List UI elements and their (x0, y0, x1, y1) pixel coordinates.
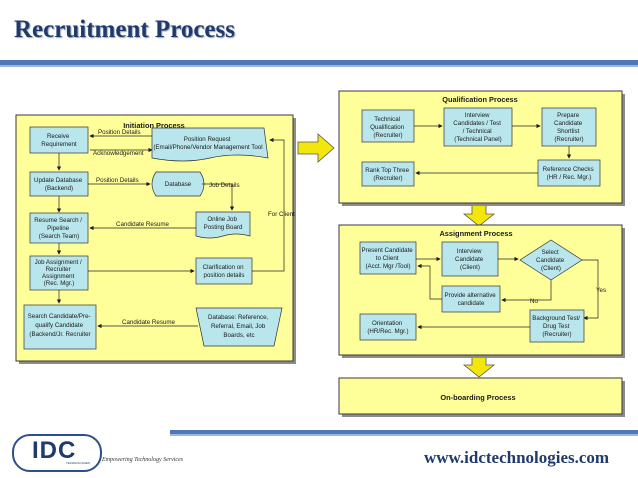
orientation-label: Orientation (HR/Rec. Mgr.) (367, 320, 408, 335)
big-arrow-right (297, 133, 335, 163)
technical-qualification-box (361, 109, 415, 143)
label-position-details-2: Position Details (96, 177, 139, 184)
database-reference-label: Database: Reference, Referral, Email, Jo… (208, 314, 270, 339)
provide-alternative-label: Provide alternative candidate (445, 292, 498, 307)
job-assignment-box (29, 255, 89, 291)
clarification-box (195, 257, 253, 285)
assignment-title: Assignment Process (439, 229, 512, 238)
tagline: Empowering Technology Services (102, 457, 184, 463)
label-candidate-resume-1: Candidate Resume (116, 221, 170, 228)
prepare-shortlist-box (541, 107, 597, 147)
label-job-details: Job Details (209, 182, 240, 189)
footer-divider-light (170, 434, 638, 436)
qualification-panel: Qualification Process Technical Qualific… (338, 90, 625, 206)
database-shape (151, 171, 205, 197)
label-for-client: For Client (268, 211, 295, 218)
prepare-shortlist-label: Prepare Candidate Shortlist (Recruiter) (554, 112, 584, 143)
job-assignment-label: Job Assignment / Recruiter Assignment (R… (35, 259, 84, 287)
assignment-panel: Assignment Process Present Candidate to … (338, 224, 625, 358)
title-divider-light (0, 65, 638, 67)
interview-candidates-box (443, 107, 513, 147)
rank-top-three-box (361, 161, 415, 187)
big-arrow-down-1 (462, 203, 496, 227)
label-position-details-1: Position Details (98, 129, 141, 136)
interview-candidates-label: Interview Candidates / Test / Technical … (453, 112, 502, 143)
qualification-title: Qualification Process (442, 95, 518, 104)
receive-requirement-box (29, 126, 89, 154)
resume-search-label: Resume Search / Pipeline (Search Team) (34, 217, 84, 240)
footer-divider (170, 430, 638, 434)
reference-checks-box (537, 159, 601, 187)
present-candidate-box (359, 241, 417, 275)
online-job-board-doc (195, 211, 251, 239)
onboarding-panel: On-boarding Process (338, 377, 625, 417)
position-request-doc (151, 127, 269, 162)
background-test-box (529, 309, 585, 343)
present-candidate-label: Present Candidate to Client (Acct. Mgr /… (362, 247, 415, 270)
interview-candidate-client-label: Interview Candidate (Client) (455, 248, 485, 271)
database-reference-shape (195, 307, 283, 347)
slide-title: Recruitment Process (14, 16, 235, 43)
update-database-box (29, 171, 89, 197)
orientation-box (359, 313, 417, 341)
clarification-label: Clarification on position details (203, 264, 246, 279)
website-url: www.idctechnologies.com (424, 448, 610, 467)
rank-top-three-label: Rank Top Three (Recruiter) (365, 167, 411, 182)
label-yes: Yes (596, 287, 606, 294)
title-divider (0, 60, 638, 65)
select-candidate-label: Select Candidate (Client) (536, 249, 566, 272)
initiation-title: Initiation Process (123, 121, 185, 130)
online-job-board-label: Online Job Posting Board (204, 216, 243, 231)
position-request-label: Position Request (Email/Phone/Vendor Man… (153, 136, 262, 151)
reference-checks-label: Reference Checks (HR / Rec. Mgr.) (543, 166, 596, 181)
onboarding-title: On-boarding Process (440, 393, 515, 402)
interview-candidate-client-box (441, 241, 499, 277)
initiation-panel: Initiation Process Receive Requirement P… (15, 114, 296, 364)
receive-requirement-label: Receive Requirement (41, 133, 77, 148)
search-candidate-box (23, 304, 97, 350)
logo-subtext: TECHNOLOGIES (66, 461, 90, 465)
resume-search-box (29, 212, 89, 244)
label-acknowledgement: Acknowledgement (93, 150, 144, 157)
provide-alternative-box (441, 285, 501, 313)
update-database-label: Update Database (Backend) (34, 177, 84, 192)
technical-qualification-label: Technical Qualification (Recruiter) (370, 116, 406, 139)
label-no: No (530, 298, 538, 305)
search-candidate-label: Search Candidate/Pre- qualify Candidate … (28, 313, 93, 338)
big-arrow-down-2 (462, 356, 496, 378)
background-test-label: Background Test/ Drug Test (Recruiter) (532, 315, 581, 338)
logo-text: IDC (32, 437, 77, 464)
database-label: Database (165, 181, 192, 188)
idc-logo: IDC TECHNOLOGIES (12, 434, 102, 472)
label-candidate-resume-2: Candidate Resume (122, 319, 176, 326)
